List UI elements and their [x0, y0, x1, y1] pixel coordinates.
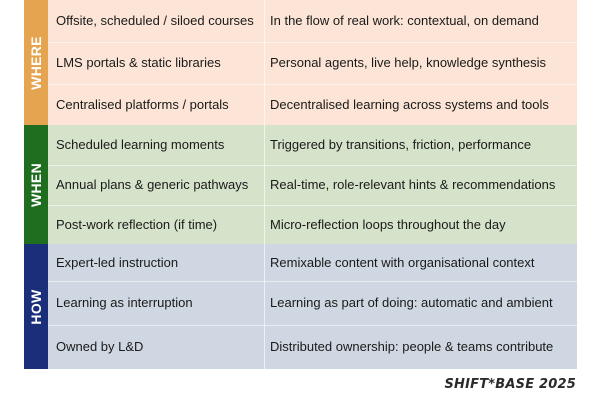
section-label-where: WHERE — [24, 0, 48, 125]
cell-current: Scheduled learning moments — [56, 137, 225, 152]
section-rows: Offsite, scheduled / siloed courses In t… — [48, 0, 577, 125]
table-row: LMS portals & static libraries Personal … — [48, 42, 577, 84]
cell-current: Expert-led instruction — [56, 254, 179, 270]
section-label-when: WHEN — [24, 125, 48, 244]
section-where: WHERE Offsite, scheduled / siloed course… — [24, 0, 577, 125]
cell-current: Annual plans & generic pathways — [56, 177, 249, 192]
table-row: Expert-led instruction Remixable content… — [48, 244, 577, 281]
cell-future: Remixable content with organisational co… — [270, 254, 535, 270]
cell-future: Personal agents, live help, knowledge sy… — [270, 55, 547, 70]
cell-current: Learning as interruption — [56, 295, 193, 310]
column-divider — [264, 125, 265, 244]
column-divider — [264, 244, 265, 369]
table-row: Owned by L&D Distributed ownership: peop… — [48, 325, 577, 369]
section-label-how: HOW — [24, 244, 48, 369]
comparison-table: WHERE Offsite, scheduled / siloed course… — [24, 0, 577, 369]
cell-future: Triggered by transitions, friction, perf… — [270, 137, 532, 152]
section-when: WHEN Scheduled learning moments Triggere… — [24, 125, 577, 244]
row-divider — [48, 84, 577, 85]
cell-current: Centralised platforms / portals — [56, 96, 229, 112]
row-divider — [48, 42, 577, 43]
cell-future: Distributed ownership: people & teams co… — [270, 339, 554, 354]
table-row: Offsite, scheduled / siloed courses In t… — [48, 0, 577, 42]
section-label-text: HOW — [28, 288, 44, 325]
cell-current: LMS portals & static libraries — [56, 55, 221, 70]
section-label-text: WHERE — [28, 35, 44, 90]
table-row: Learning as interruption Learning as par… — [48, 281, 577, 325]
table-row: Scheduled learning moments Triggered by … — [48, 125, 577, 165]
row-divider — [48, 205, 577, 206]
row-divider — [48, 281, 577, 282]
section-how: HOW Expert-led instruction Remixable con… — [24, 244, 577, 369]
cell-future: Learning as part of doing: automatic and… — [270, 295, 553, 310]
cell-current: Owned by L&D — [56, 339, 144, 354]
cell-future: Micro-reflection loops throughout the da… — [270, 216, 506, 232]
cell-future: In the flow of real work: contextual, on… — [270, 13, 539, 28]
table-row: Post-work reflection (if time) Micro-ref… — [48, 205, 577, 244]
section-rows: Expert-led instruction Remixable content… — [48, 244, 577, 369]
cell-current: Post-work reflection (if time) — [56, 216, 218, 232]
row-divider — [48, 165, 577, 166]
table-row: Annual plans & generic pathways Real-tim… — [48, 165, 577, 205]
row-divider — [48, 325, 577, 326]
cell-future: Decentralised learning across systems an… — [270, 96, 549, 112]
column-divider — [264, 0, 265, 125]
table-row: Centralised platforms / portals Decentra… — [48, 84, 577, 125]
section-label-text: WHEN — [28, 162, 44, 207]
cell-future: Real-time, role-relevant hints & recomme… — [270, 177, 556, 192]
brand-footer: SHIFT*BASE 2025 — [444, 377, 576, 392]
cell-current: Offsite, scheduled / siloed courses — [56, 13, 254, 28]
section-rows: Scheduled learning moments Triggered by … — [48, 125, 577, 244]
